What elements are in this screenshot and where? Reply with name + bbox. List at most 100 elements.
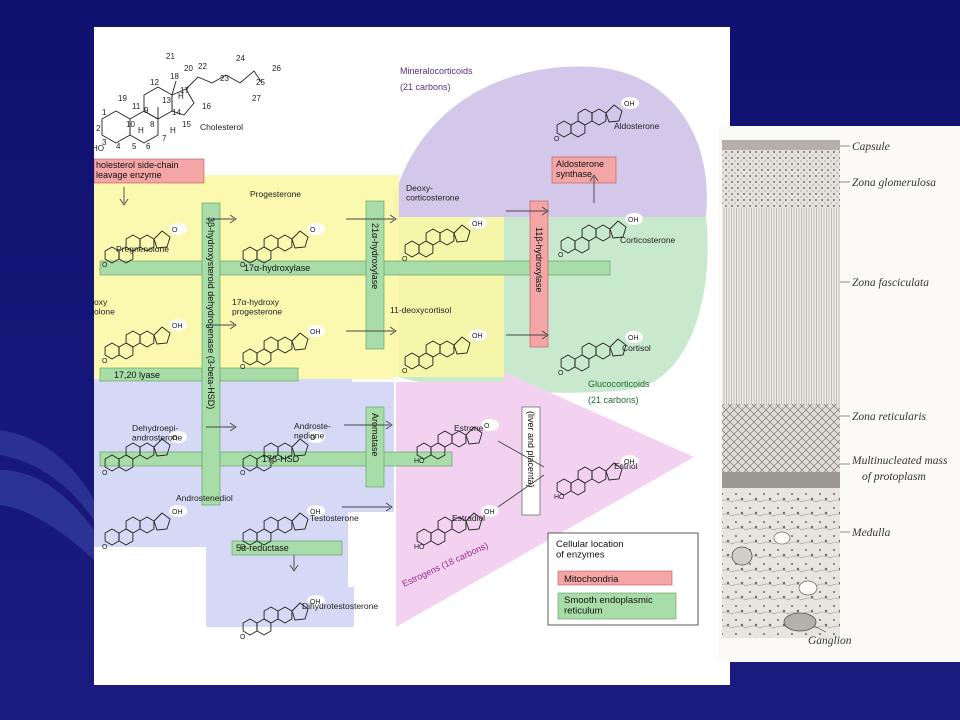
zona-glomerulosa-layer: [722, 150, 840, 208]
compound-testosterone: Testosterone: [310, 513, 359, 523]
svg-text:OH: OH: [628, 217, 639, 224]
svg-text:O: O: [102, 470, 108, 477]
compound-estrone: Estrone: [454, 423, 484, 433]
steroid-skeleton: OH HO: [554, 455, 639, 501]
zona-fasciculata-layer: [722, 208, 840, 404]
svg-text:12: 12: [150, 78, 159, 87]
steroid-skeleton: OHO: [102, 319, 187, 365]
enzyme-aromatase: Aromatase: [370, 413, 380, 457]
glucocorticoids-carbons: (21 carbons): [588, 395, 639, 405]
svg-text:O: O: [172, 435, 178, 442]
svg-text:O: O: [310, 227, 316, 234]
svg-text:O: O: [484, 423, 490, 430]
steroid-skeleton: O HO: [414, 419, 499, 465]
svg-text:O: O: [240, 634, 246, 641]
yellow-region: [94, 175, 504, 379]
svg-text:18: 18: [170, 72, 179, 81]
svg-text:9: 9: [144, 106, 149, 115]
svg-text:O: O: [240, 262, 246, 269]
label-ganglion: Ganglion: [808, 635, 852, 647]
zona-reticularis-layer: [722, 404, 840, 472]
label-zona-glomerulosa: Zona glomerulosa: [852, 177, 936, 189]
svg-text:O: O: [102, 544, 108, 551]
svg-text:14: 14: [172, 108, 181, 117]
legend-mitochondria: Mitochondria: [564, 574, 619, 585]
steroid-skeleton: OHO: [558, 331, 643, 377]
steroid-skeleton: OH O: [558, 213, 643, 259]
enzyme-21a-hydroxylase: 21α-hydroxylase: [370, 223, 380, 289]
compound-estradiol: Estradiol: [452, 513, 485, 523]
enzyme-3b-hsd: 3β-hydroxysteroid dehydrogenase (3-beta-…: [206, 217, 216, 409]
compound-cortisol: Cortisol: [622, 343, 651, 353]
steroid-skeleton: OO: [102, 223, 187, 269]
enzyme-liver-placenta: (liver and placenta): [526, 411, 536, 488]
enzyme-17-20-lyase: 17,20 lyase: [114, 370, 160, 380]
compound-pregnenolone: Pregnenolone: [116, 244, 169, 254]
svg-text:O: O: [558, 370, 564, 377]
svg-text:O: O: [402, 368, 408, 375]
svg-text:OH: OH: [172, 509, 183, 516]
capsule-layer: [722, 140, 840, 150]
compound-estriol: Estriol: [614, 461, 638, 471]
svg-text:H: H: [178, 92, 184, 101]
svg-text:O: O: [240, 544, 246, 551]
steroid-skeleton: OHO: [240, 325, 325, 371]
steroid-skeleton: OH O: [240, 595, 325, 641]
steroid-skeleton: OO: [102, 431, 187, 477]
svg-text:H: H: [138, 126, 144, 135]
steroid-skeleton: OH O: [102, 505, 187, 551]
enzyme-11b-hydroxylase: 11β-hydroxylase: [534, 227, 544, 293]
compound-dhea: Dehydroepi-androsterone: [132, 423, 182, 442]
adrenal-gland-histology: Capsule Zona glomerulosa Zona fasciculat…: [718, 126, 960, 662]
svg-text:1: 1: [102, 108, 107, 117]
steroid-skeleton: OO: [240, 223, 325, 269]
svg-text:H: H: [170, 126, 176, 135]
androgen-region: [94, 379, 394, 627]
svg-text:22: 22: [198, 62, 207, 71]
svg-text:10: 10: [126, 120, 135, 129]
compound-progesterone: Progesterone: [250, 189, 301, 199]
enzyme-17a-hydroxylase: 17α-hydroxylase: [244, 263, 310, 273]
compound-androstenedione: Androste-nedione: [294, 421, 331, 440]
svg-text:4: 4: [116, 142, 121, 151]
svg-text:HO: HO: [414, 458, 425, 465]
steroid-skeleton: OHO: [554, 97, 639, 143]
svg-text:HO: HO: [554, 494, 565, 501]
svg-text:15: 15: [182, 120, 191, 129]
svg-text:OH: OH: [310, 599, 321, 606]
svg-text:O: O: [558, 252, 564, 259]
svg-text:20: 20: [184, 64, 193, 73]
label-capsule: Capsule: [852, 141, 890, 153]
mineralocorticoids-label: Mineralocorticoids: [400, 66, 473, 76]
svg-text:19: 19: [118, 94, 127, 103]
steroid-skeleton: OO: [240, 431, 325, 477]
svg-text:HO: HO: [414, 544, 425, 551]
svg-text:7: 7: [162, 134, 167, 143]
svg-text:2: 2: [96, 124, 101, 133]
svg-text:26: 26: [272, 64, 281, 73]
svg-text:O: O: [402, 256, 408, 263]
svg-text:OH: OH: [624, 459, 635, 466]
steroid-skeleton: OHO: [240, 505, 325, 551]
svg-text:OH: OH: [472, 221, 483, 228]
label-zona-fasciculata: Zona fasciculata: [852, 277, 929, 289]
svg-text:OH: OH: [624, 101, 635, 108]
svg-text:3: 3: [102, 138, 107, 147]
label-zona-reticularis: Zona reticularis: [852, 411, 927, 423]
compound-androstenediol: Androstenediol: [176, 493, 233, 503]
svg-text:HO: HO: [94, 144, 104, 153]
cholesterol-label: Cholesterol: [200, 122, 243, 132]
enzyme-17b-hsd: 17β-HSD: [262, 454, 300, 464]
compound-corticosterone: Corticosterone: [620, 235, 676, 245]
svg-text:O: O: [172, 227, 178, 234]
steroidogenesis-pathway-diagram: 21 22 24 26 18 20 23 25 27 12 17 19 11 1…: [94, 27, 730, 685]
compound-deoxycorticosterone: Deoxy-corticosterone: [406, 183, 460, 202]
label-multinucleated-2: of protoplasm: [862, 471, 926, 483]
